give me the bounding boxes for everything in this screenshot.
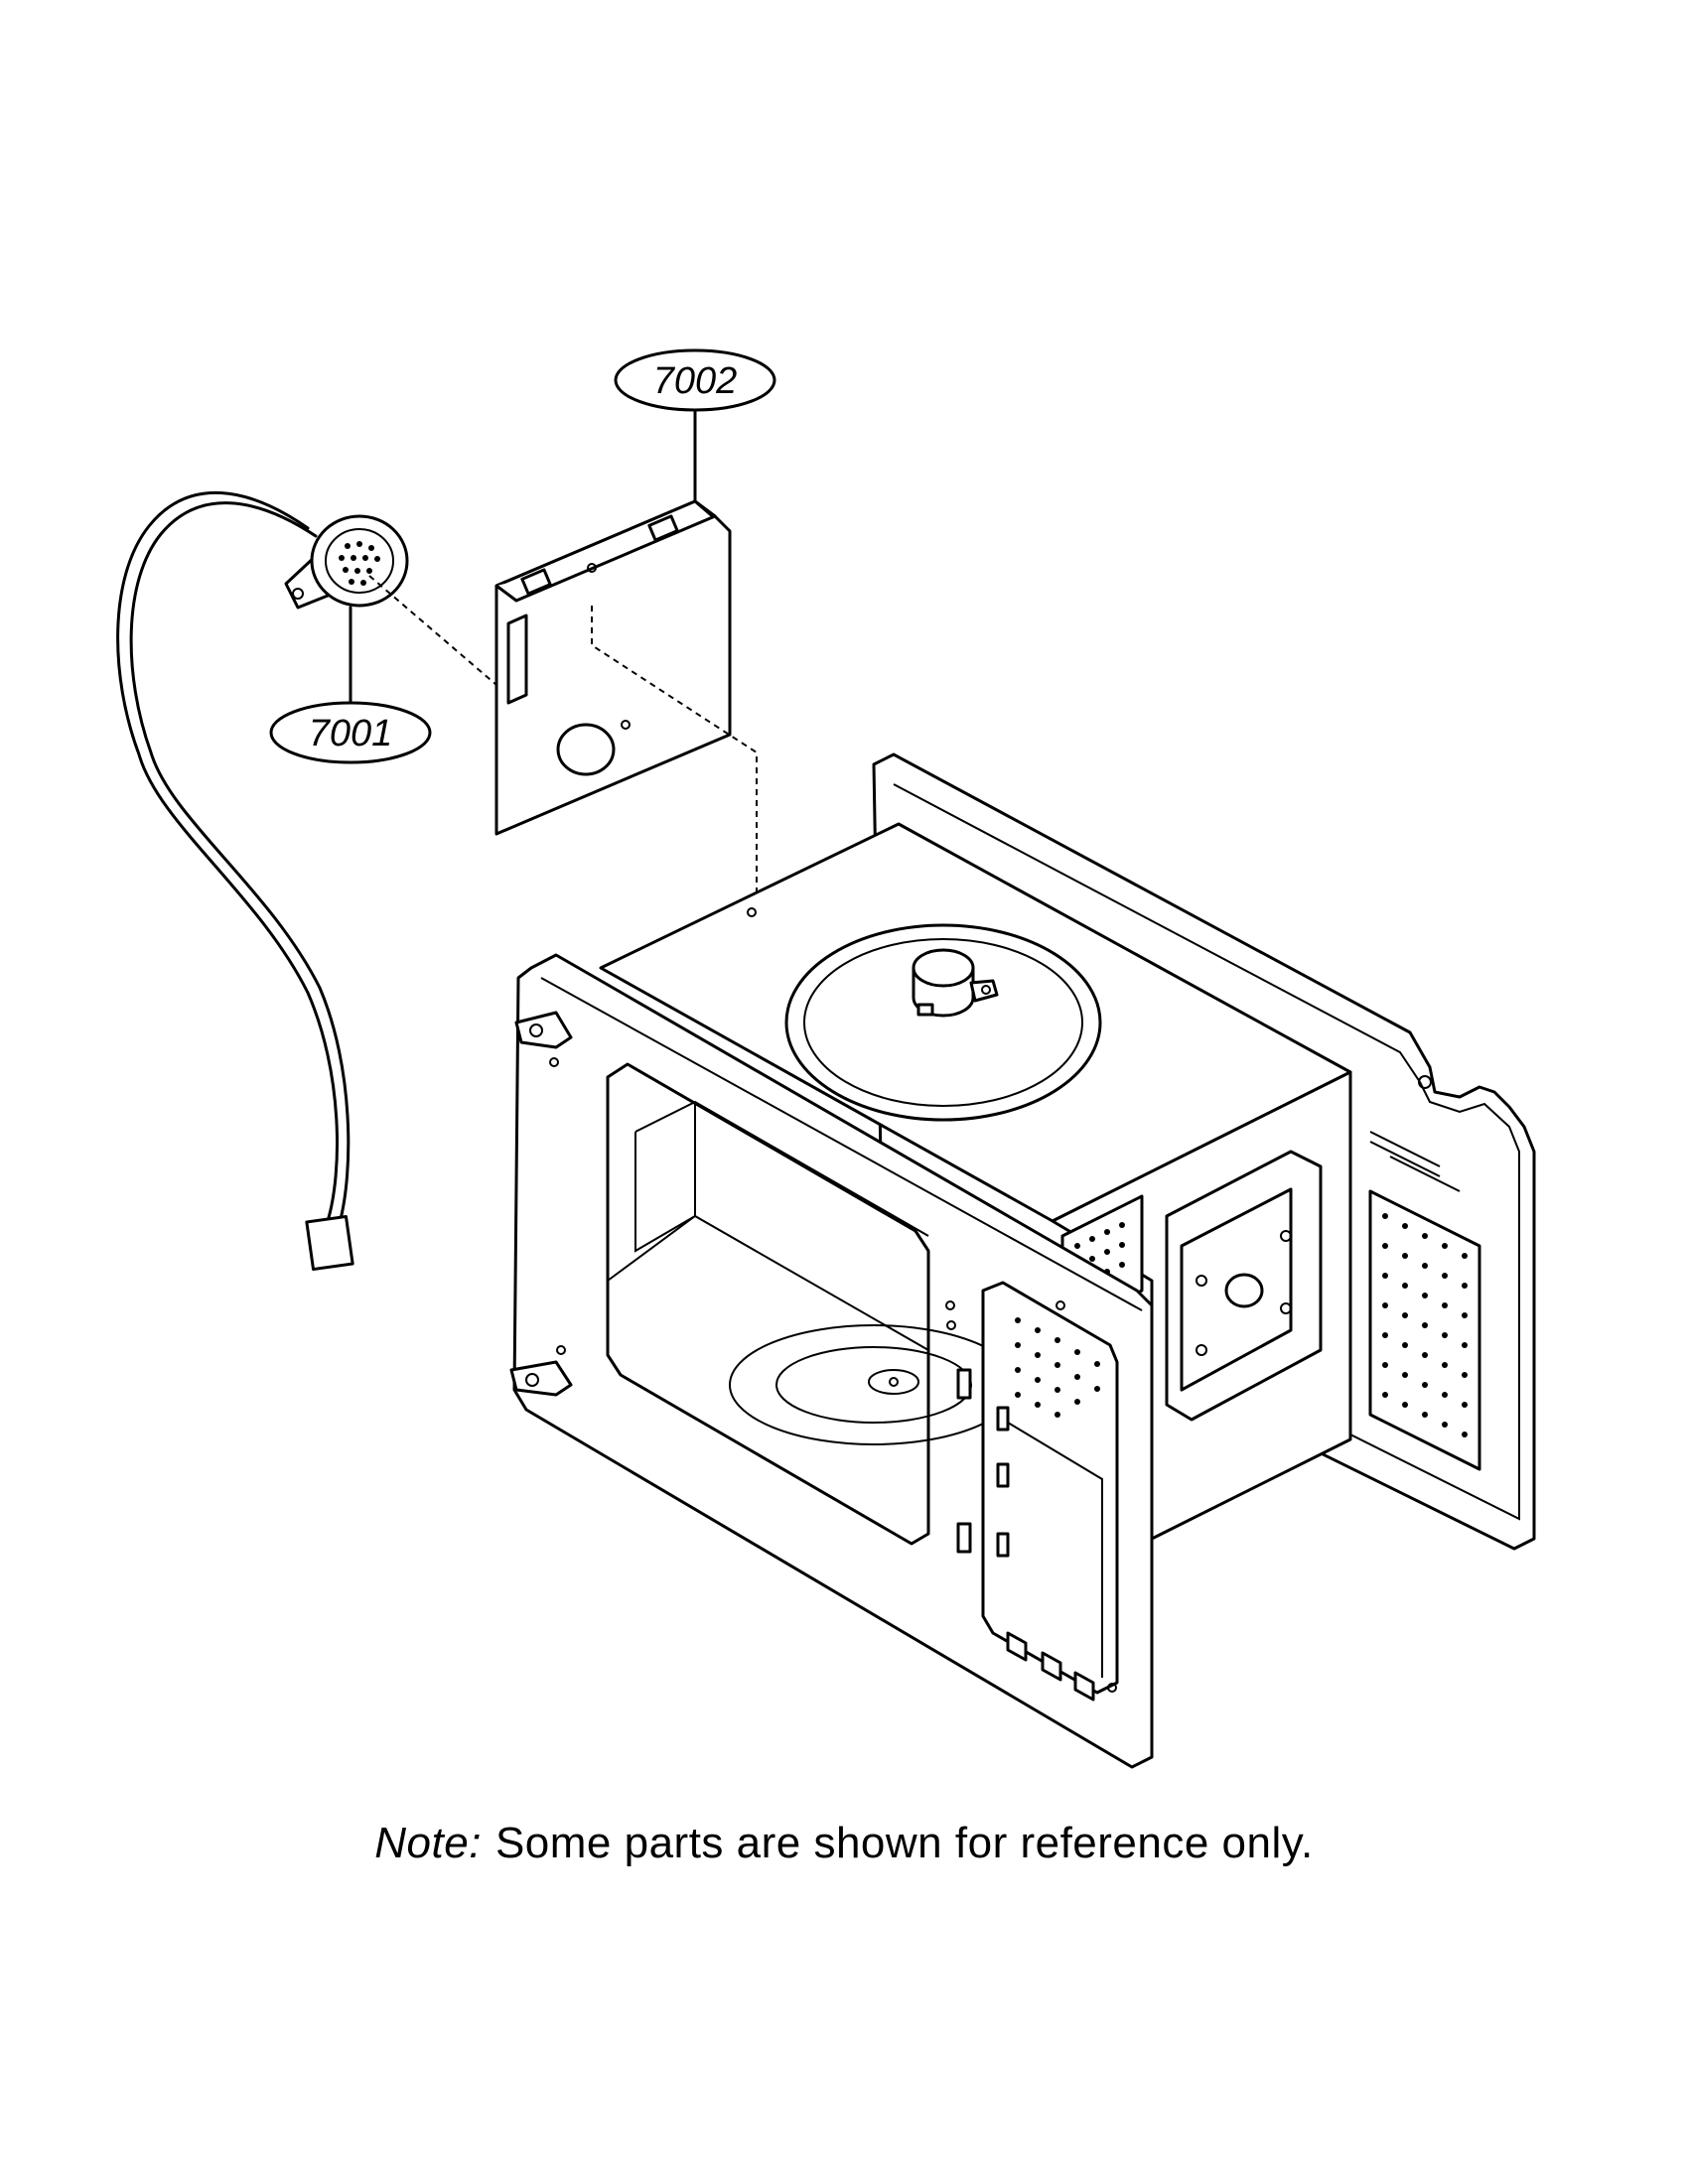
turntable-motor-hole bbox=[1224, 1273, 1264, 1308]
reference-note: Note:Some parts are shown for reference … bbox=[0, 1819, 1688, 1868]
part-7002-bracket bbox=[494, 499, 732, 836]
latch-slot bbox=[956, 1368, 972, 1400]
assembly-line bbox=[368, 575, 497, 686]
lower-hinge bbox=[509, 1360, 573, 1397]
control-panel-opening bbox=[981, 1281, 1119, 1695]
callout-7002-label: 7002 bbox=[653, 360, 738, 402]
note-lead: Note: bbox=[374, 1819, 482, 1867]
bracket-tab bbox=[520, 568, 552, 596]
microwave-cavity bbox=[509, 752, 1536, 1769]
back-vent-grille bbox=[1368, 1189, 1481, 1471]
callout-7001-label: 7001 bbox=[309, 713, 393, 754]
upper-hinge bbox=[514, 1011, 573, 1049]
door-opening bbox=[606, 1062, 930, 1546]
note-text: Some parts are shown for reference only. bbox=[494, 1819, 1314, 1867]
stirrer-cover bbox=[784, 923, 1102, 1122]
bracket-hole bbox=[556, 723, 616, 776]
part-7001-sensor bbox=[116, 490, 409, 1272]
wire-connector bbox=[305, 1214, 354, 1272]
bracket-tab bbox=[647, 514, 679, 542]
callout-7001: 7001 bbox=[269, 606, 432, 764]
stirrer-motor bbox=[912, 948, 975, 988]
callout-7002: 7002 bbox=[614, 348, 776, 510]
latch-slot bbox=[956, 1522, 972, 1554]
